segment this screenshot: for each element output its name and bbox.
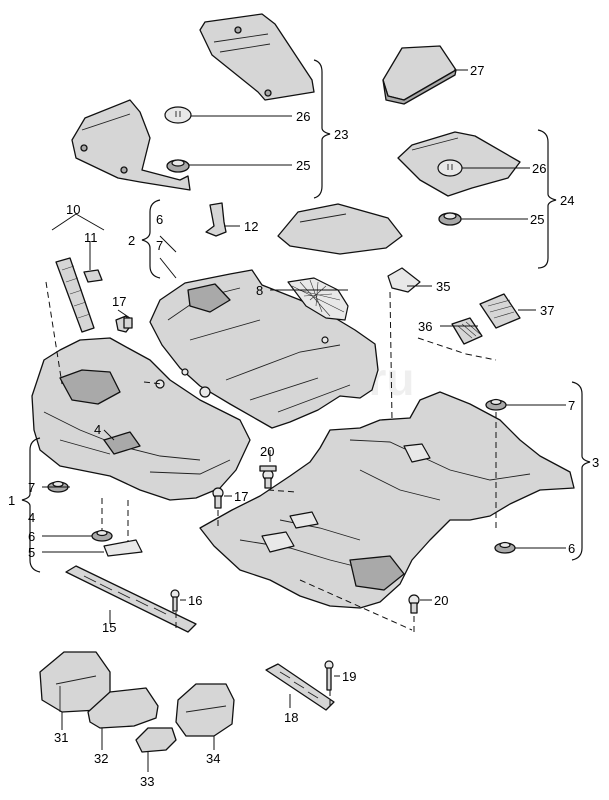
- callout-12: 12: [244, 219, 258, 234]
- callout-24: 24: [560, 193, 574, 208]
- callout-4-left: 4: [28, 510, 35, 525]
- callout-27: 27: [470, 63, 484, 78]
- callout-5: 5: [28, 545, 35, 560]
- cover-35: [387, 267, 421, 293]
- mat-clip-25-top: [166, 159, 190, 173]
- foam-block-32: [87, 687, 159, 729]
- callout-4-top: 4: [94, 422, 101, 437]
- fastener-20-top: [259, 465, 277, 489]
- screw-19: [324, 660, 334, 691]
- callout-6-left: 6: [28, 529, 35, 544]
- brace-1: [21, 437, 41, 573]
- brace-3: [571, 381, 591, 561]
- callout-3: 3: [592, 455, 599, 470]
- sill-plate-15: [65, 565, 197, 633]
- storage-pad-27: [382, 45, 457, 105]
- clip-7-right: [485, 398, 507, 411]
- callout-labels: 27 26 23 25 26 24 25 10 11 6 2 7 12 8 35…: [8, 63, 599, 789]
- callout-17-mid: 17: [234, 489, 248, 504]
- brace-2: [141, 199, 161, 279]
- callout-7-right: 7: [568, 398, 575, 413]
- carpet-rear-2: [149, 269, 379, 429]
- callout-33: 33: [140, 774, 154, 789]
- callout-20-bottom: 20: [434, 593, 448, 608]
- floor-mat-rear-left: [277, 203, 403, 255]
- vent-37: [479, 293, 521, 329]
- callout-1: 1: [8, 493, 15, 508]
- foam-block-34: [175, 683, 235, 737]
- callout-26-top: 26: [296, 109, 310, 124]
- callout-6-right: 6: [568, 541, 575, 556]
- carpet-front-1: [31, 337, 251, 501]
- screw-16: [170, 589, 180, 612]
- callout-18: 18: [284, 710, 298, 725]
- fastener-17-mid: [212, 487, 224, 509]
- fastener-20-bottom: [408, 594, 420, 614]
- bracket-12: [205, 202, 227, 237]
- vent-36: [451, 317, 483, 345]
- callout-7-top: 7: [156, 238, 163, 253]
- plate-18: [265, 663, 335, 711]
- callout-2: 2: [128, 233, 135, 248]
- clip-11: [83, 269, 103, 283]
- foam-block-33: [135, 727, 177, 753]
- floor-mat-front-right: [199, 13, 315, 101]
- storage-net-8: [287, 277, 349, 321]
- leader-lines: [42, 69, 566, 772]
- floor-mat-front-left: [71, 99, 191, 191]
- trim-strip-10: [55, 257, 95, 333]
- callout-20-top: 20: [260, 444, 274, 459]
- callout-31: 31: [54, 730, 68, 745]
- brace-23: [313, 59, 331, 199]
- callout-7-left: 7: [28, 480, 35, 495]
- dashed-guides: [45, 281, 497, 706]
- mat-clip-26-rear: [437, 159, 463, 177]
- callout-16: 16: [188, 593, 202, 608]
- brace-24: [537, 129, 557, 269]
- callout-8: 8: [256, 283, 263, 298]
- clip-6-left: [91, 529, 113, 542]
- callout-19: 19: [342, 669, 356, 684]
- plate-5: [103, 539, 143, 557]
- callout-36: 36: [418, 319, 432, 334]
- mat-clip-26-top: [164, 106, 192, 124]
- mat-clip-25-rear: [438, 212, 462, 226]
- callout-25-top: 25: [296, 158, 310, 173]
- carpet-main-3: [199, 391, 575, 609]
- cover-4: [103, 431, 141, 455]
- callout-34: 34: [206, 751, 220, 766]
- callout-35: 35: [436, 279, 450, 294]
- callout-26-rear: 26: [532, 161, 546, 176]
- fastener-17-top: [115, 315, 133, 333]
- callout-23: 23: [334, 127, 348, 142]
- clip-6-right: [494, 541, 516, 554]
- callout-6-top: 6: [156, 212, 163, 227]
- callout-11: 11: [84, 230, 98, 245]
- callout-37: 37: [540, 303, 554, 318]
- callout-17-top: 17: [112, 294, 126, 309]
- callout-25-rear: 25: [530, 212, 544, 227]
- callout-10: 10: [66, 202, 80, 217]
- callout-15: 15: [102, 620, 116, 635]
- callout-32: 32: [94, 751, 108, 766]
